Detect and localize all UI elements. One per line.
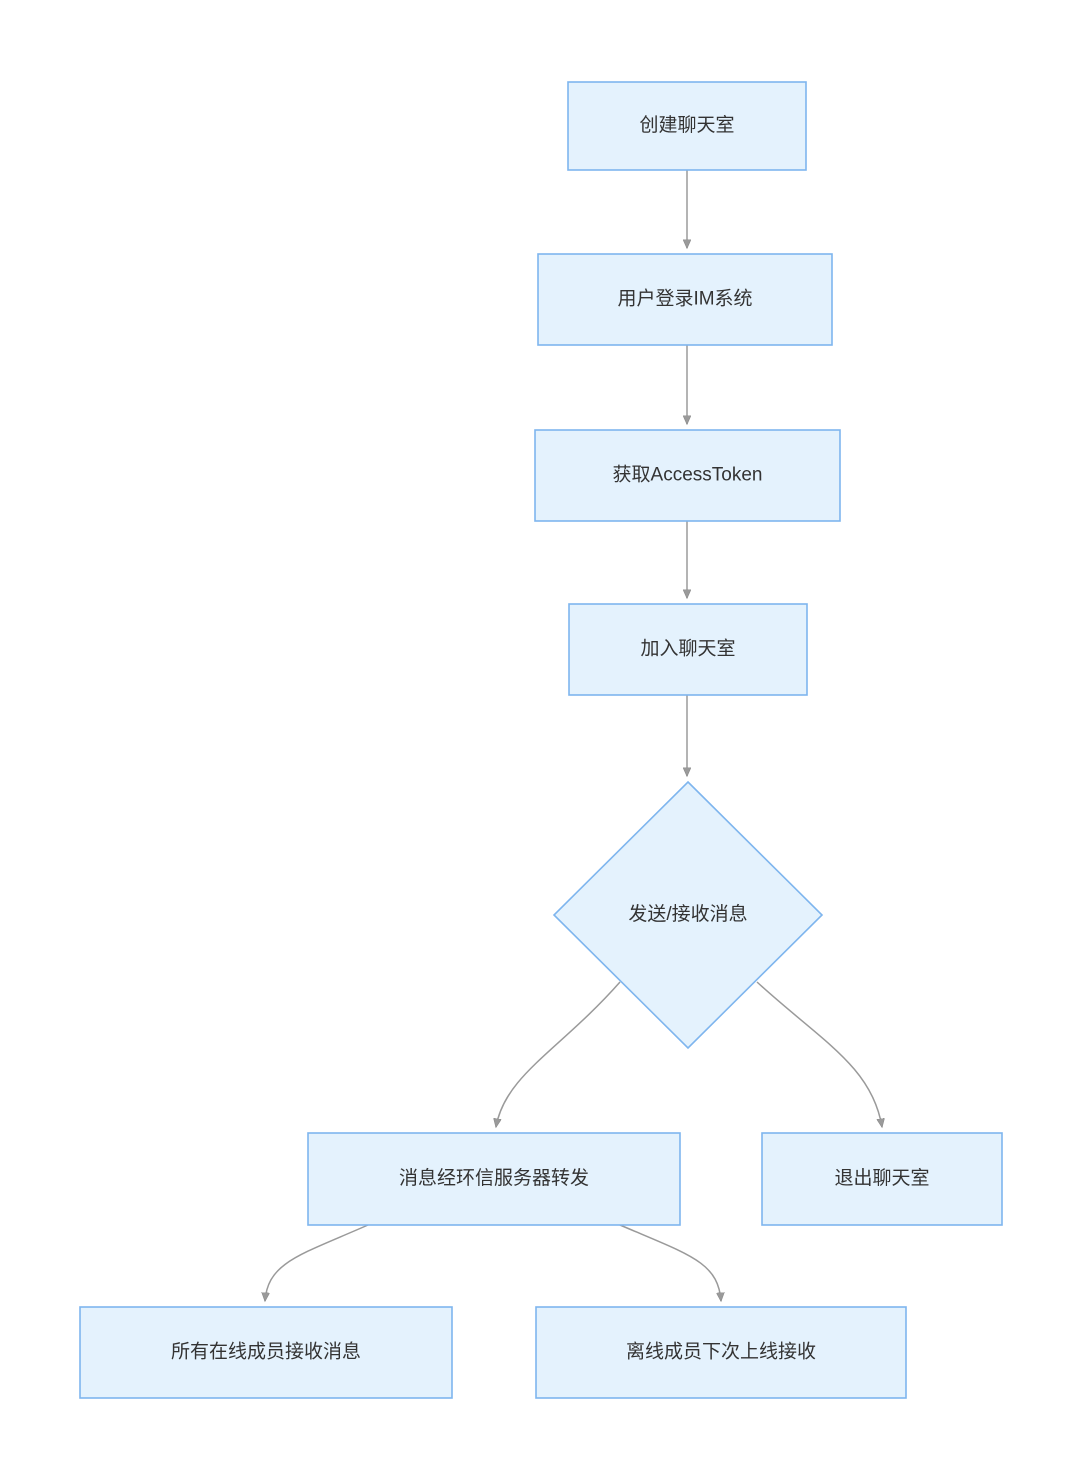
node-label: 用户登录IM系统 xyxy=(617,288,752,310)
flow-node-create-chatroom[interactable]: 创建聊天室 xyxy=(567,81,807,171)
flow-edge-send-receive-message-to-leave-chatroom xyxy=(756,981,882,1127)
node-label: 获取AccessToken xyxy=(613,464,763,486)
process-shape xyxy=(537,253,833,346)
node-label: 离线成员下次上线接收 xyxy=(626,1341,816,1363)
node-label: 发送/接收消息 xyxy=(628,903,747,925)
process-shape xyxy=(761,1132,1003,1226)
process-shape xyxy=(534,429,841,522)
node-label: 退出聊天室 xyxy=(834,1167,929,1189)
node-label: 消息经环信服务器转发 xyxy=(399,1167,589,1189)
flow-edge-relay-by-server-to-offline-members-receive xyxy=(619,1224,721,1301)
flow-node-send-receive-message[interactable]: 发送/接收消息 xyxy=(552,780,824,1050)
decision-shape xyxy=(552,780,824,1050)
flow-node-offline-members-receive[interactable]: 离线成员下次上线接收 xyxy=(535,1306,907,1399)
flow-edge-send-receive-message-to-relay-by-server xyxy=(496,981,621,1127)
node-label: 所有在线成员接收消息 xyxy=(171,1341,361,1363)
process-shape xyxy=(568,603,808,696)
flow-node-online-members-receive[interactable]: 所有在线成员接收消息 xyxy=(79,1306,453,1399)
process-shape xyxy=(307,1132,681,1226)
process-shape xyxy=(79,1306,453,1399)
flow-node-join-chatroom[interactable]: 加入聊天室 xyxy=(568,603,808,696)
flow-node-relay-by-server[interactable]: 消息经环信服务器转发 xyxy=(307,1132,681,1226)
edge-layer xyxy=(265,170,882,1301)
flow-edge-relay-by-server-to-online-members-receive xyxy=(265,1224,369,1301)
node-label: 加入聊天室 xyxy=(640,638,735,660)
flow-node-get-access-token[interactable]: 获取AccessToken xyxy=(534,429,841,522)
process-shape xyxy=(567,81,807,171)
flow-node-leave-chatroom[interactable]: 退出聊天室 xyxy=(761,1132,1003,1226)
node-label: 创建聊天室 xyxy=(639,114,734,136)
process-shape xyxy=(535,1306,907,1399)
flow-node-user-login-im[interactable]: 用户登录IM系统 xyxy=(537,253,833,346)
